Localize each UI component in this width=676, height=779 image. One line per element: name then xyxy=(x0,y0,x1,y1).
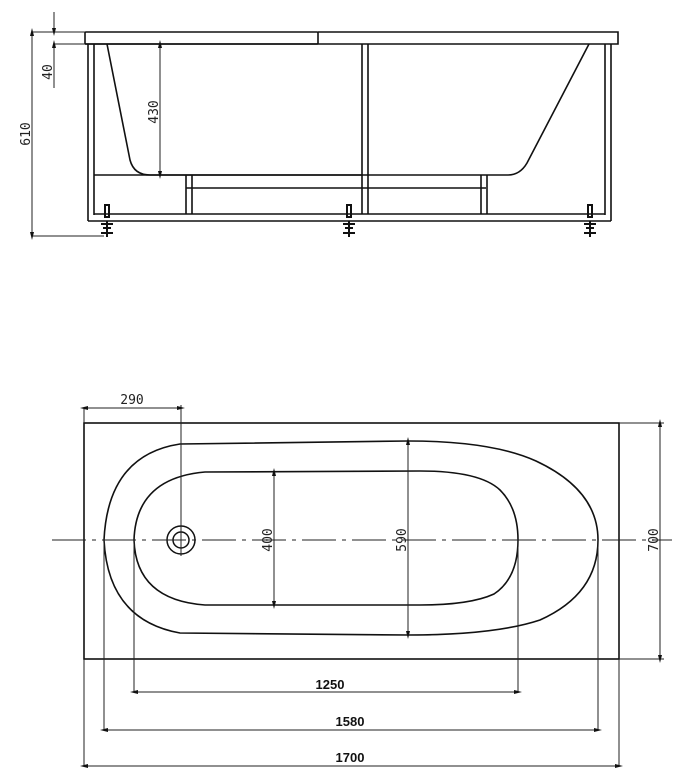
top-view-dimensions xyxy=(80,405,664,768)
dim-inner-depth: 430 xyxy=(147,100,162,123)
tub-shell xyxy=(106,43,590,176)
dim-inner-rim-width: 590 xyxy=(395,528,410,551)
rim-right xyxy=(85,31,619,45)
dim-inner-bottom-width: 400 xyxy=(261,528,276,551)
adjustable-feet xyxy=(101,204,596,237)
dim-outer-width: 700 xyxy=(647,528,662,551)
foot-middle xyxy=(343,204,355,237)
side-view-dimensions xyxy=(30,12,162,240)
top-view xyxy=(83,422,620,660)
dim-inner-rim-length: 1580 xyxy=(336,714,365,729)
dim-rim-thickness: 40 xyxy=(41,64,56,80)
dim-drain-offset: 290 xyxy=(120,393,143,408)
rim-outline xyxy=(103,440,599,636)
dim-outer-length: 1700 xyxy=(336,750,365,765)
rim xyxy=(84,31,319,45)
outer-outline xyxy=(83,422,620,660)
side-view xyxy=(84,31,619,222)
foot-right xyxy=(584,204,596,237)
dim-total-height: 610 xyxy=(19,122,34,145)
foot-left xyxy=(101,204,113,237)
dim-inner-bottom-length: 1250 xyxy=(316,677,345,692)
bottom-outline xyxy=(133,470,519,606)
